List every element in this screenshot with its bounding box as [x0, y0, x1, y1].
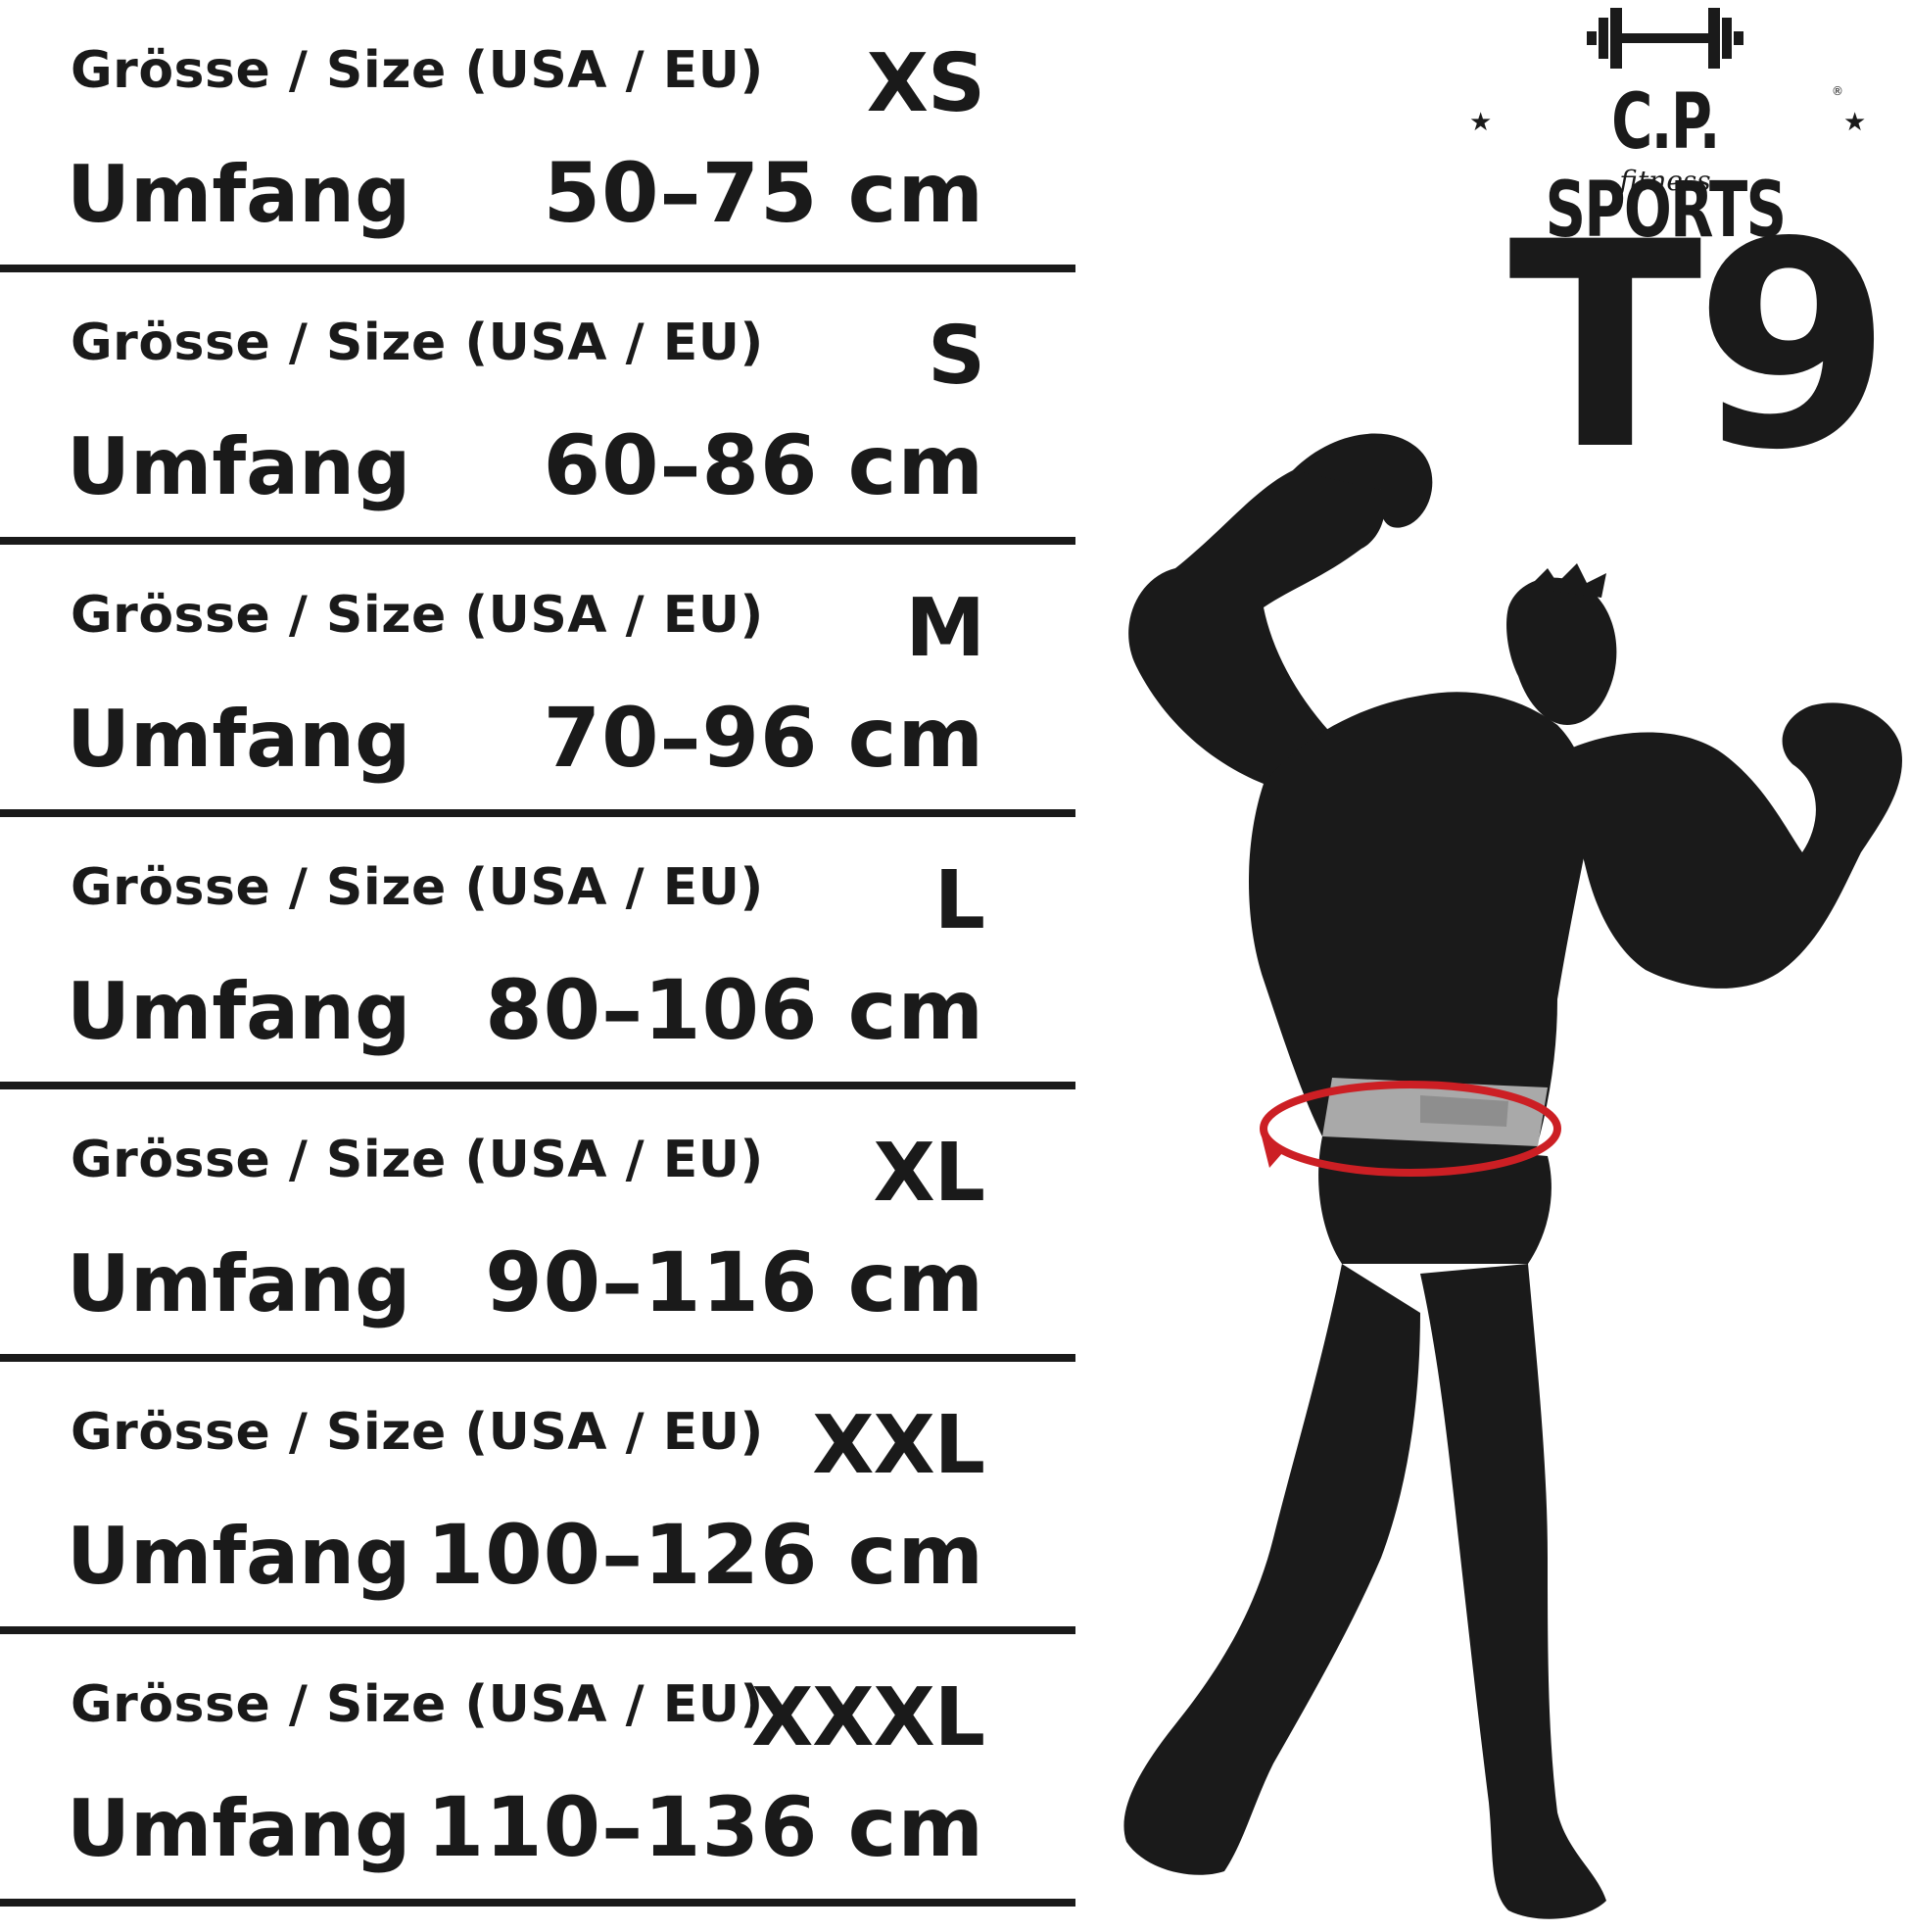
row-divider — [0, 1626, 1075, 1634]
size-row: Grösse / Size (USA / EU) XS Umfang 50–75… — [0, 0, 1077, 272]
size-value: M — [905, 582, 985, 675]
size-label: Grösse / Size (USA / EU) — [71, 1403, 764, 1462]
size-value: L — [933, 854, 985, 947]
size-label: Grösse / Size (USA / EU) — [71, 586, 764, 645]
row-divider — [0, 1354, 1075, 1362]
girth-value: 90–116 cm — [485, 1234, 984, 1330]
girth-value: 50–75 cm — [543, 145, 984, 241]
size-value: XS — [866, 37, 985, 130]
size-row: Grösse / Size (USA / EU) S Umfang 60–86 … — [0, 272, 1077, 545]
size-value: XL — [873, 1127, 985, 1220]
size-row: Grösse / Size (USA / EU) XXXL Umfang 110… — [0, 1634, 1077, 1907]
size-label: Grösse / Size (USA / EU) — [71, 41, 764, 100]
girth-label: Umfang — [67, 694, 411, 785]
girth-label: Umfang — [67, 421, 411, 512]
brand-tagline: fitness — [1619, 165, 1711, 197]
size-row: Grösse / Size (USA / EU) XXL Umfang 100–… — [0, 1362, 1077, 1634]
girth-value: 100–126 cm — [426, 1507, 984, 1603]
size-row: Grösse / Size (USA / EU) L Umfang 80–106… — [0, 817, 1077, 1089]
girth-label: Umfang — [67, 1238, 411, 1329]
girth-value: 60–86 cm — [543, 417, 984, 513]
girth-label: Umfang — [67, 966, 411, 1057]
arrow-icon — [1262, 1136, 1283, 1168]
size-row: Grösse / Size (USA / EU) XL Umfang 90–11… — [0, 1089, 1077, 1362]
row-divider — [0, 1082, 1075, 1089]
size-label: Grösse / Size (USA / EU) — [71, 314, 764, 372]
row-divider — [0, 809, 1075, 817]
size-value: XXXL — [751, 1671, 985, 1764]
girth-value: 70–96 cm — [543, 690, 984, 786]
row-divider — [0, 1899, 1075, 1907]
size-value: S — [927, 310, 985, 403]
row-divider — [0, 537, 1075, 545]
size-value: XXL — [812, 1399, 985, 1492]
measure-ring — [1260, 1081, 1561, 1177]
row-divider — [0, 265, 1075, 272]
girth-value: 80–106 cm — [485, 962, 984, 1058]
brand-name: C.P. SPORTS — [1545, 78, 1787, 255]
model-name: T9 — [1508, 182, 1892, 512]
girth-value: 110–136 cm — [426, 1779, 984, 1875]
girth-label: Umfang — [67, 149, 411, 240]
registered-mark: ® — [1832, 84, 1843, 98]
size-row: Grösse / Size (USA / EU) M Umfang 70–96 … — [0, 545, 1077, 817]
dumbbell-icon — [1587, 8, 1743, 69]
girth-label: Umfang — [67, 1511, 411, 1602]
brand-logo: ★ C.P. SPORTS ® ★ fitness — [1459, 0, 1871, 255]
size-label: Grösse / Size (USA / EU) — [71, 1675, 764, 1734]
size-label: Grösse / Size (USA / EU) — [71, 858, 764, 917]
star-icon: ★ — [1469, 108, 1493, 137]
star-icon: ★ — [1843, 108, 1867, 137]
bodybuilder-silhouette-icon — [1123, 433, 1902, 1919]
size-label: Grösse / Size (USA / EU) — [71, 1131, 764, 1189]
girth-label: Umfang — [67, 1783, 411, 1874]
